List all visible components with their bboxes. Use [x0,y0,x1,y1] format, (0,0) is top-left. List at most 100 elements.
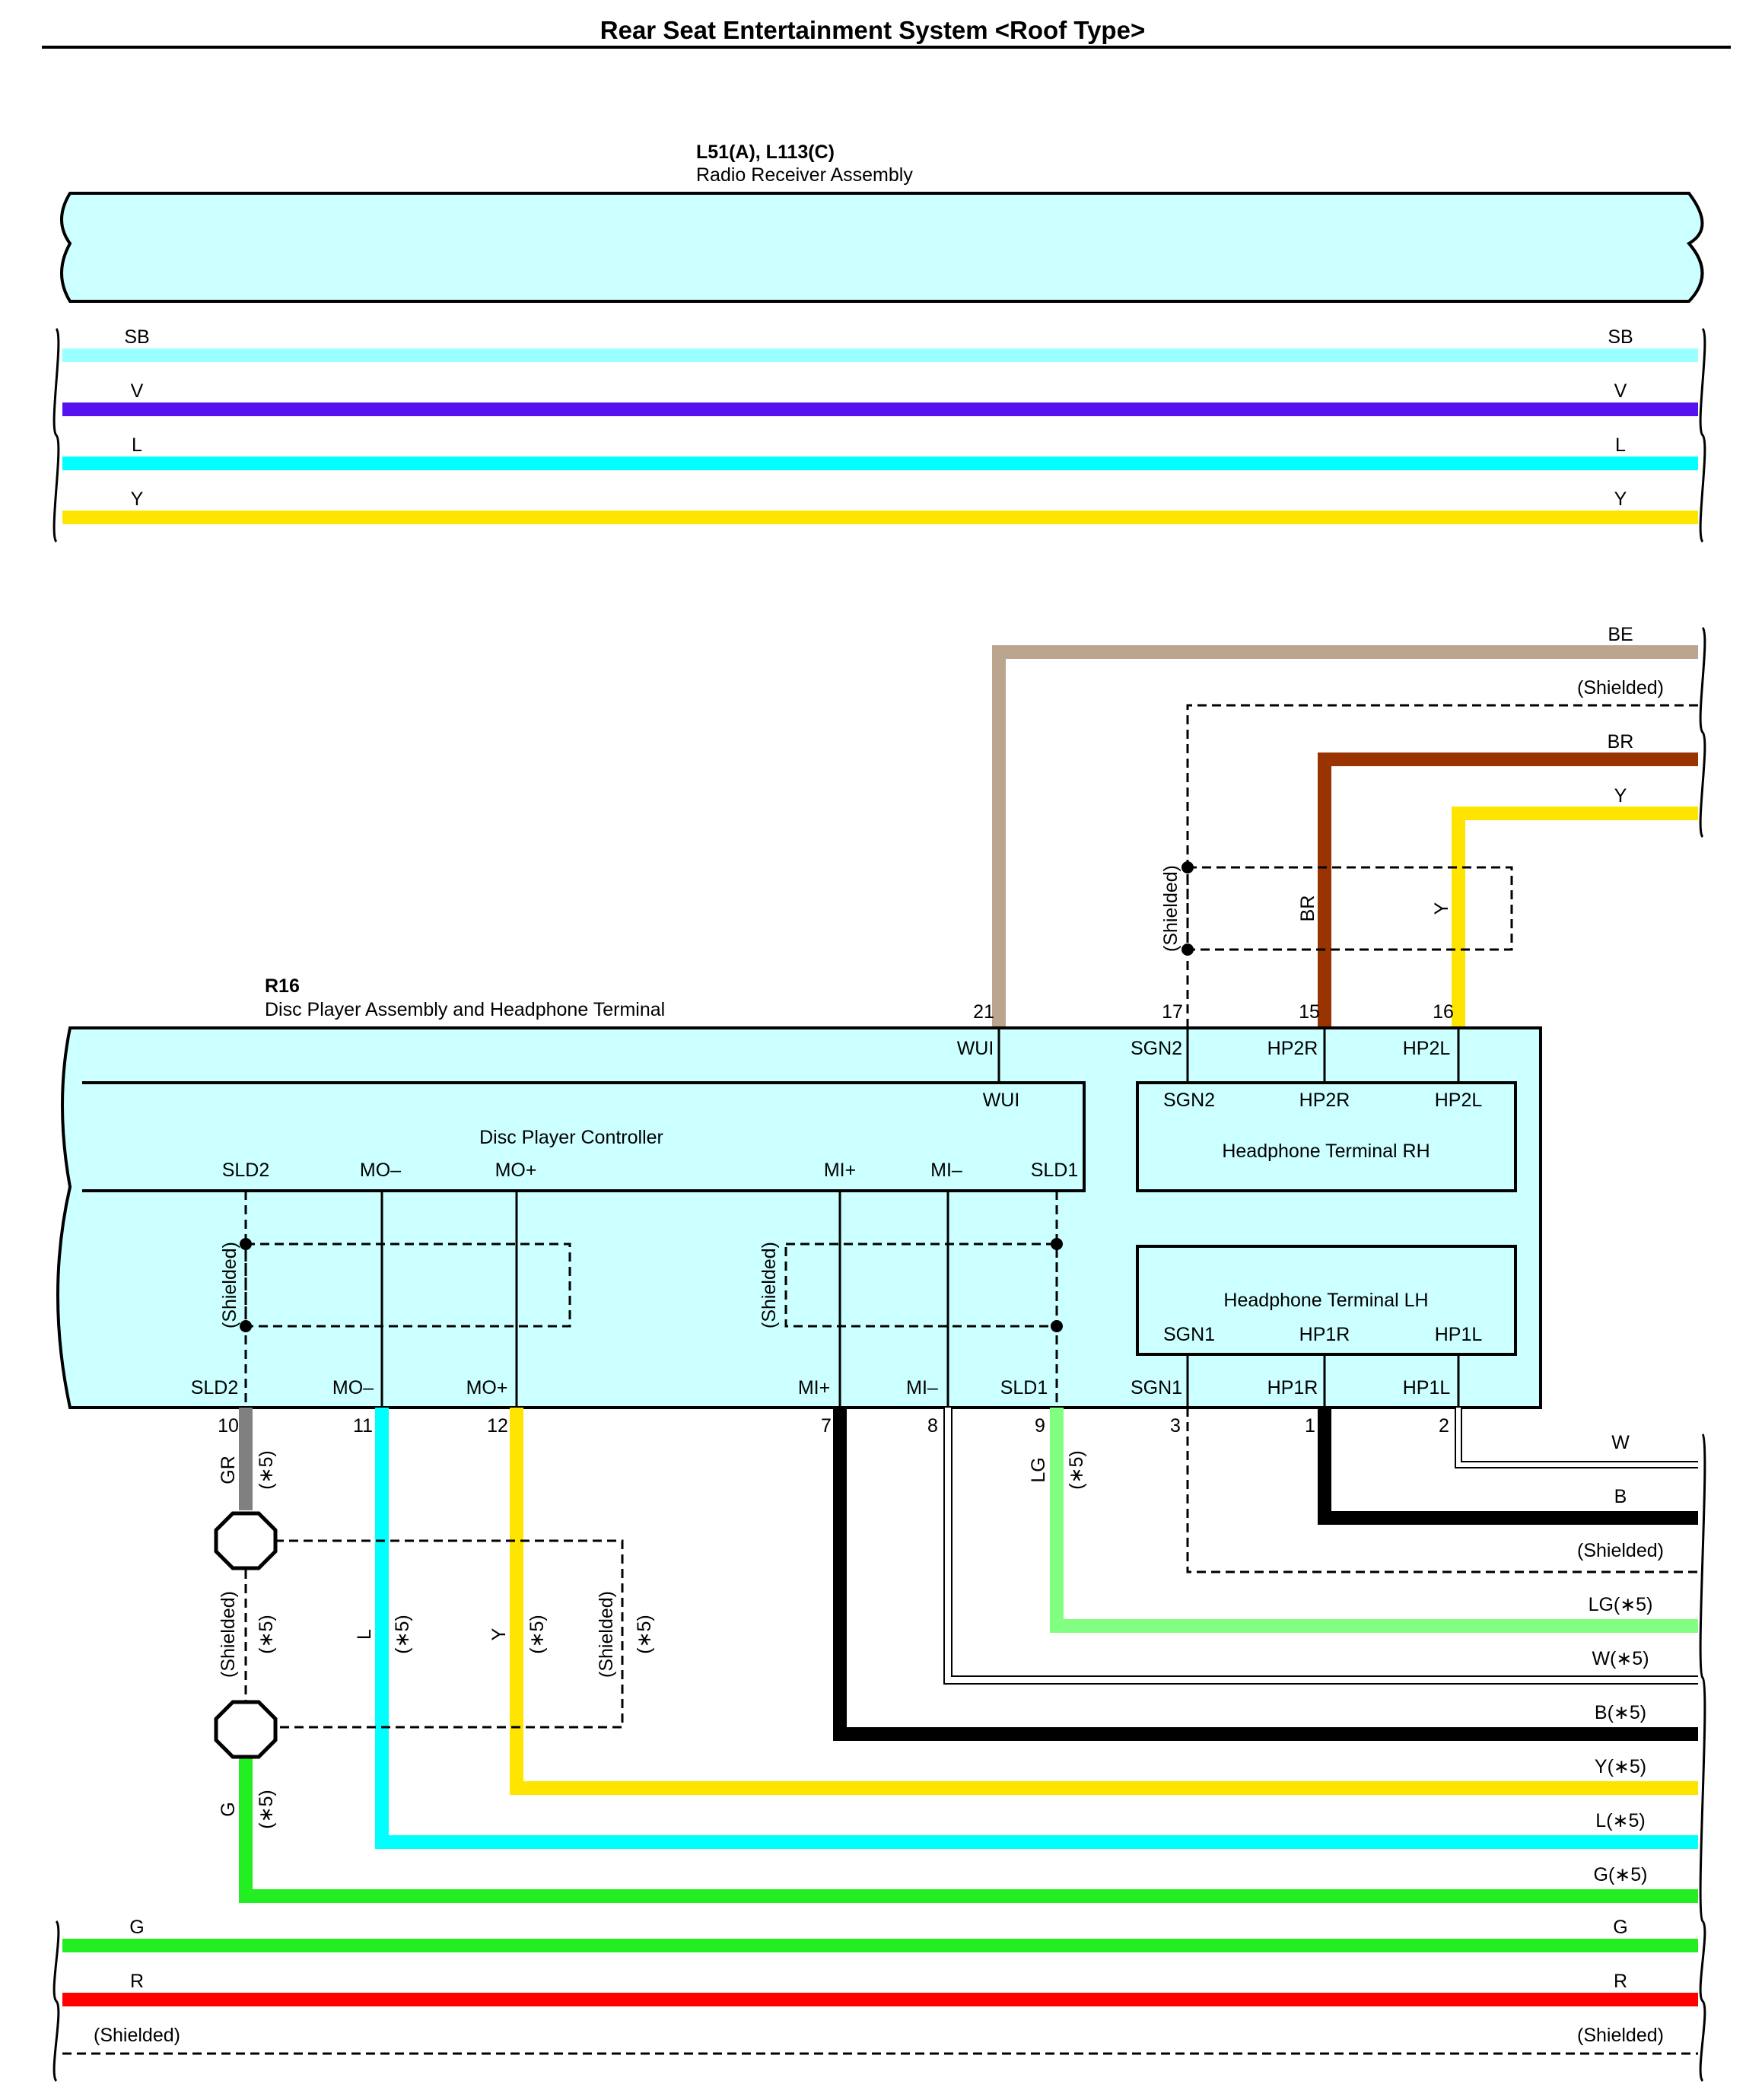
pin-number: 16 [1433,1001,1454,1023]
wire-y-top [1452,807,1698,1028]
wire-vertical-label: GR [218,1456,239,1484]
pin-name: MI+ [798,1377,830,1398]
wire-label-right: G [1613,1917,1627,1938]
break-marks [52,327,1706,2082]
wire-label-right: LG(∗5) [1589,1594,1653,1615]
break-mark [1699,327,1706,543]
pin-number: 10 [218,1415,239,1437]
wire-label-left: L [132,434,142,456]
internal-top-links [997,1028,1460,1083]
pin-name: MO– [332,1377,374,1398]
shield-connector-icon [214,1511,278,1570]
bottom-harness-wires [239,1408,1698,1903]
break-mark [1699,1433,1706,1923]
pin-name: HP2R [1299,1090,1350,1111]
pin-name: HP2R [1267,1038,1318,1059]
radio-wires [62,348,1698,524]
pin-name: MO+ [466,1377,508,1398]
pin-number: 7 [821,1415,832,1437]
pin-name: SLD1 [1000,1377,1048,1398]
wire-label-right: Y(∗5) [1595,1756,1646,1777]
pin-name: HP2L [1403,1038,1451,1059]
pin-name: MI– [906,1377,938,1398]
pin-name: SGN2 [1163,1090,1215,1111]
shield-connector-icon [214,1700,278,1759]
pin-name: MO+ [495,1160,537,1181]
pin-number: 1 [1305,1415,1315,1437]
pin-name: SLD2 [191,1377,239,1398]
pin-number: 3 [1170,1415,1181,1437]
pin-number: 9 [1035,1415,1045,1437]
pin-name: MI+ [824,1160,856,1181]
pin-number: 11 [353,1415,373,1437]
wire-label-right: BR [1608,731,1634,752]
wire-label-left: Y [131,488,144,510]
wire-label-right: V [1614,380,1627,402]
pin-name: HP2L [1435,1090,1483,1111]
wire-vertical-label: BR [1297,896,1318,922]
pin-name: HP1R [1267,1377,1318,1398]
disc-player-box [56,1026,1542,1409]
pin-name: WUI [983,1090,1020,1111]
wire-label-right: G(∗5) [1594,1864,1648,1885]
wire-label-right: (Shielded) [1577,2025,1664,2046]
pin-number: 12 [487,1415,508,1437]
pin-number: 8 [927,1415,938,1437]
wire-label-left: (Shielded) [94,2025,180,2046]
radio-name: Radio Receiver Assembly [696,164,913,186]
wire-label-right: (Shielded) [1577,1540,1664,1561]
controller-label: Disc Player Controller [479,1127,663,1148]
bottom-passthrough-wires [62,1939,1698,2055]
wire-label-right: SB [1608,326,1633,348]
note-label: (∗5) [1066,1450,1087,1490]
pin-number: 21 [973,1001,994,1023]
wire-label-left: R [130,1971,144,1992]
pin-number: 2 [1439,1415,1449,1437]
shield-label: (Shielded) [759,1242,780,1328]
headphone-lh-label: Headphone Terminal LH [1223,1290,1428,1311]
pin-name: MO– [360,1160,401,1181]
wire-label-right: L(∗5) [1595,1810,1645,1831]
headphone-rh-label: Headphone Terminal RH [1222,1141,1430,1162]
page-title: Rear Seat Entertainment System <Roof Typ… [600,16,1145,44]
wire-label-left: V [131,380,144,402]
pin-name: SLD1 [1031,1160,1079,1181]
note-label: (∗5) [256,1615,277,1654]
radio-receiver-box [60,192,1704,303]
note-label: (∗5) [392,1615,413,1654]
break-mark [1699,1920,1706,2082]
pin-name: MI– [930,1160,962,1181]
break-mark [1699,626,1706,838]
wire-label-right: Y [1614,488,1627,510]
headphone-rh-box [1136,1081,1517,1192]
break-mark [52,327,60,543]
note-label: (∗5) [526,1615,548,1654]
wire-vertical-label: Y [488,1628,510,1640]
shield-label: (Shielded) [1160,865,1181,952]
shield-label: (Shielded) [218,1591,239,1678]
pin-name: HP1L [1435,1324,1483,1345]
wire-label-right: B [1614,1486,1627,1507]
headphone-lh-box [1136,1245,1517,1356]
wire-label-right: BE [1608,624,1633,645]
note-label: (∗5) [634,1615,655,1654]
internal-bottom-links [240,1191,1460,1408]
wire-label-right: (Shielded) [1577,677,1664,698]
pin-name: SLD2 [222,1160,270,1181]
pin-name: HP1R [1299,1324,1350,1345]
disc-name: Disc Player Assembly and Headphone Termi… [265,999,665,1020]
disc-controller-box [82,1081,1086,1192]
wire-label-left: SB [124,326,149,348]
pin-name: SGN1 [1163,1324,1215,1345]
wire-label-right: W(∗5) [1592,1648,1649,1669]
wire-vertical-label: Y [1431,902,1452,915]
wire-br [1318,752,1698,1028]
wire-label-right: Y [1614,785,1627,807]
wire-label-right: L [1615,434,1626,456]
wire-label-right: R [1614,1971,1627,1992]
disc-code: R16 [265,975,300,997]
wire-label-left: G [129,1917,144,1938]
note-label: (∗5) [256,1450,277,1490]
break-mark [52,1920,60,2082]
